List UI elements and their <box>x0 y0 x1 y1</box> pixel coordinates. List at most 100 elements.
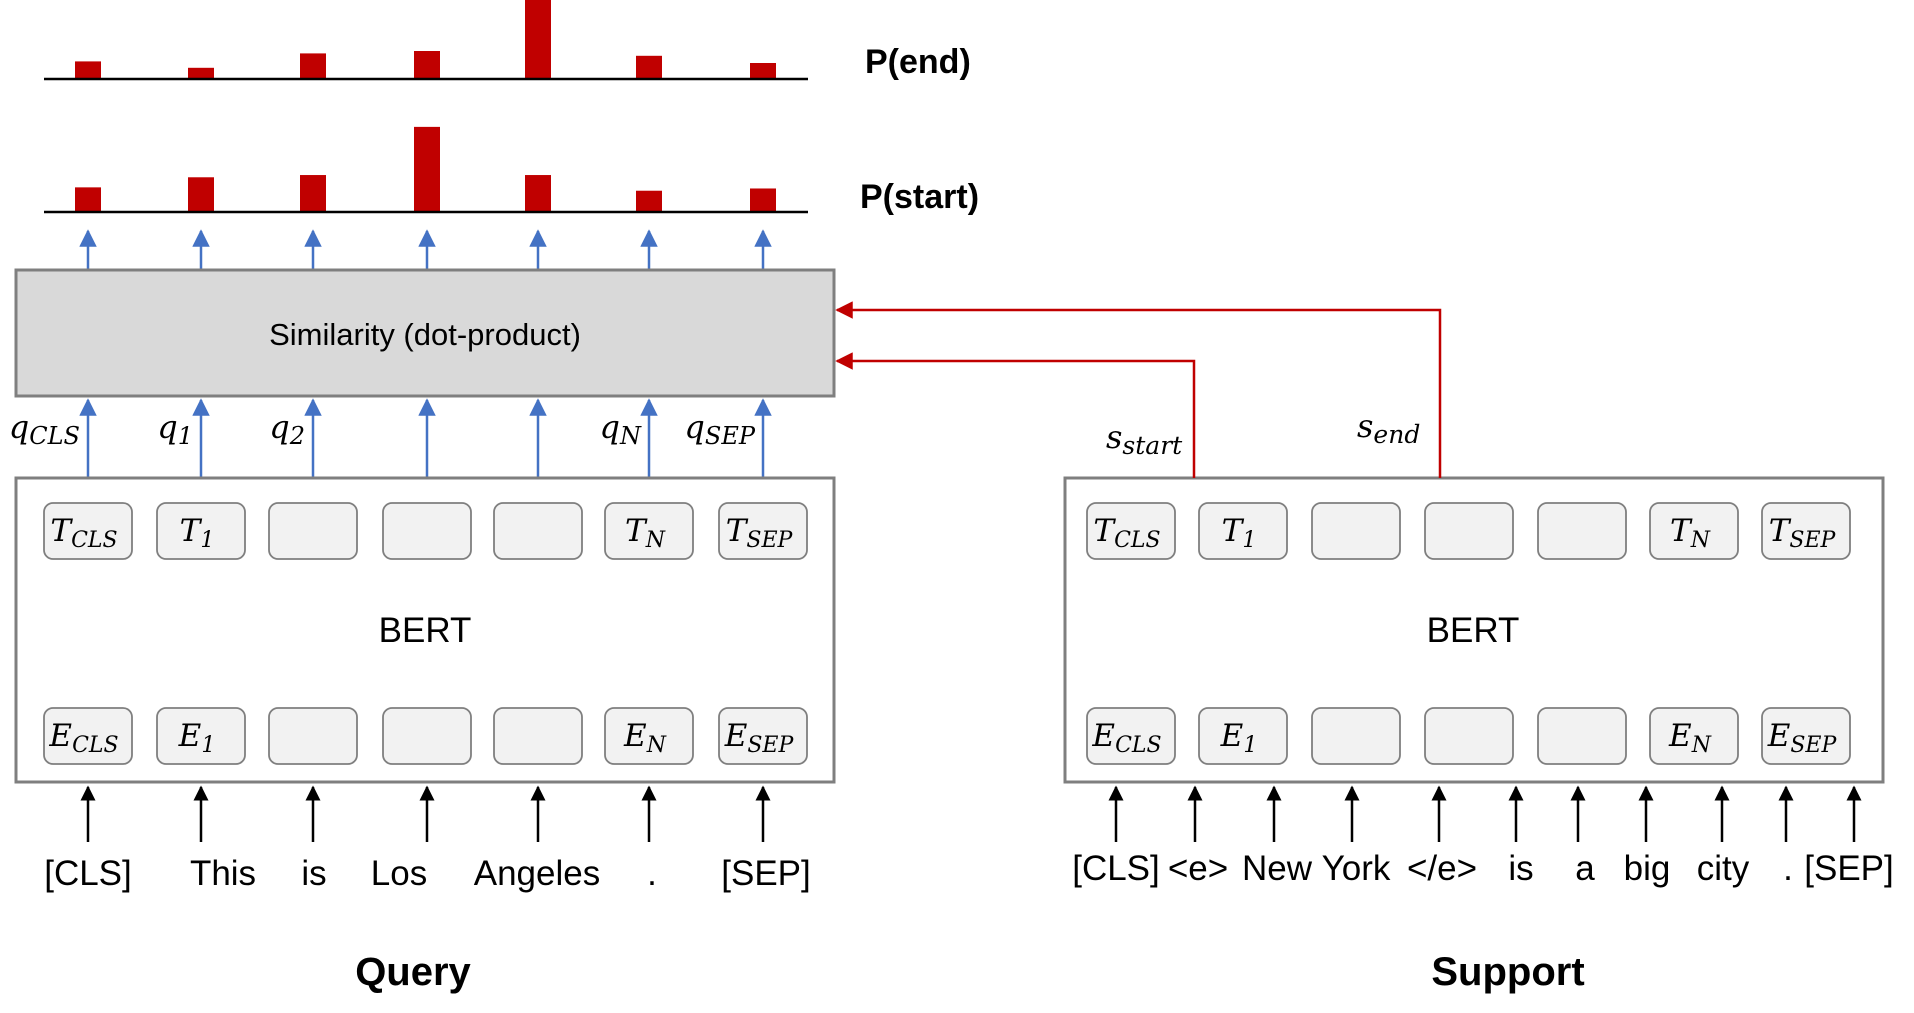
support-output-token-label-1: TCLS <box>1093 513 1160 553</box>
query-embedding-token-label-6: EN <box>623 718 667 758</box>
query-word-7: [SEP] <box>721 854 810 893</box>
query-output-token-label-2: T1 <box>180 513 215 553</box>
support-output-token-7 <box>1761 502 1851 560</box>
p-start-bar-4 <box>414 126 440 212</box>
query-embedding-token-3 <box>268 707 358 765</box>
support-word-9: city <box>1697 849 1750 888</box>
query-output-token-6 <box>604 502 694 560</box>
query-output-tokens: TCLS T1 TN TSEP <box>43 502 808 560</box>
support-embedding-token-6 <box>1649 707 1739 765</box>
support-embedding-tokens: ECLS E1 EN ESEP <box>1086 707 1851 765</box>
query-embedding-token-5 <box>493 707 583 765</box>
query-output-token-label-7: TSEP <box>726 513 794 553</box>
support-word-11: [SEP] <box>1804 849 1893 888</box>
support-output-token-label-6: TN <box>1670 513 1711 553</box>
support-embedding-token-5 <box>1537 707 1627 765</box>
support-word-4: York <box>1322 849 1391 888</box>
support-embedding-token-label-7: ESEP <box>1767 718 1838 758</box>
query-word-1: [CLS] <box>44 854 132 893</box>
query-vector-label-3: q2 <box>269 408 305 450</box>
support-output-token-label-2: T1 <box>1222 513 1257 553</box>
similarity-output-arrows <box>79 229 772 270</box>
support-output-token-5 <box>1537 502 1627 560</box>
s-end-label: send <box>1357 407 1420 449</box>
query-bert-label: BERT <box>379 611 472 650</box>
query-output-token-label-6: TN <box>625 513 666 553</box>
query-word-5: Angeles <box>474 854 600 893</box>
similarity-label: Similarity (dot-product) <box>269 317 581 352</box>
support-output-token-6 <box>1649 502 1739 560</box>
s-start-arrow <box>835 352 1196 478</box>
query-output-token-3 <box>268 502 358 560</box>
support-word-2: <e> <box>1168 849 1228 888</box>
query-embedding-token-6 <box>604 707 694 765</box>
p-start-bar-7 <box>750 188 776 212</box>
p-start-bar-2 <box>188 177 214 212</box>
support-title: Support <box>1431 950 1584 994</box>
support-embedding-token-label-2: E1 <box>1220 718 1258 758</box>
query-vector-label-1: qCLS <box>9 408 80 450</box>
support-output-token-2 <box>1198 502 1288 560</box>
support-word-10: . <box>1783 849 1793 888</box>
p-end-bar-7 <box>750 63 776 79</box>
p-end-label: P(end) <box>865 43 971 81</box>
support-output-token-4 <box>1424 502 1514 560</box>
p-end-bar-6 <box>636 55 662 79</box>
support-embedding-token-4 <box>1424 707 1514 765</box>
s-start-label: sstart <box>1106 418 1183 460</box>
support-embedding-token-label-6: EN <box>1668 718 1712 758</box>
support-embedding-token-3 <box>1311 707 1401 765</box>
p-start-bar-3 <box>300 175 326 212</box>
support-embedding-token-1 <box>1086 707 1176 765</box>
support-word-8: big <box>1624 849 1671 888</box>
p-end-bar-4 <box>414 51 440 79</box>
query-vector-label-7: qSEP <box>684 408 755 450</box>
support-word-7: a <box>1575 849 1595 888</box>
p-end-bars <box>75 0 776 79</box>
query-output-token-7 <box>718 502 808 560</box>
query-output-token-1 <box>43 502 133 560</box>
query-vector-arrows <box>79 398 772 478</box>
query-output-token-label-1: TCLS <box>50 513 117 553</box>
query-input-arrows <box>80 785 771 842</box>
support-word-5: </e> <box>1407 849 1477 888</box>
p-end-bar-5 <box>525 0 551 79</box>
p-start-bars <box>75 126 776 212</box>
support-output-tokens: TCLS T1 TN TSEP <box>1086 502 1851 560</box>
p-start-chart: P(start) <box>44 126 979 216</box>
query-embedding-token-1 <box>43 707 133 765</box>
query-word-2: This <box>190 854 256 893</box>
query-word-4: Los <box>371 854 427 893</box>
p-end-chart: P(end) <box>44 0 971 81</box>
support-output-token-3 <box>1311 502 1401 560</box>
support-output-token-1 <box>1086 502 1176 560</box>
query-embedding-token-4 <box>382 707 472 765</box>
query-embedding-token-2 <box>156 707 246 765</box>
p-end-bar-2 <box>188 67 214 79</box>
s-end-arrow <box>835 301 1442 478</box>
p-start-bar-1 <box>75 187 101 212</box>
p-start-label: P(start) <box>860 178 979 216</box>
support-word-1: [CLS] <box>1072 849 1160 888</box>
query-embedding-token-label-2: E1 <box>178 718 216 758</box>
p-end-bar-3 <box>300 53 326 79</box>
p-end-bar-1 <box>75 61 101 79</box>
query-embedding-token-7 <box>718 707 808 765</box>
p-start-bar-6 <box>636 190 662 212</box>
p-start-bar-5 <box>525 175 551 212</box>
similarity-box <box>14 268 836 398</box>
support-embedding-token-label-1: ECLS <box>1091 718 1161 758</box>
support-word-6: is <box>1508 849 1533 888</box>
query-output-token-5 <box>493 502 583 560</box>
query-vector-label-6: qN <box>600 408 642 450</box>
support-word-3: New <box>1242 849 1313 888</box>
support-output-token-label-7: TSEP <box>1769 513 1837 553</box>
support-bert-label: BERT <box>1427 611 1520 650</box>
